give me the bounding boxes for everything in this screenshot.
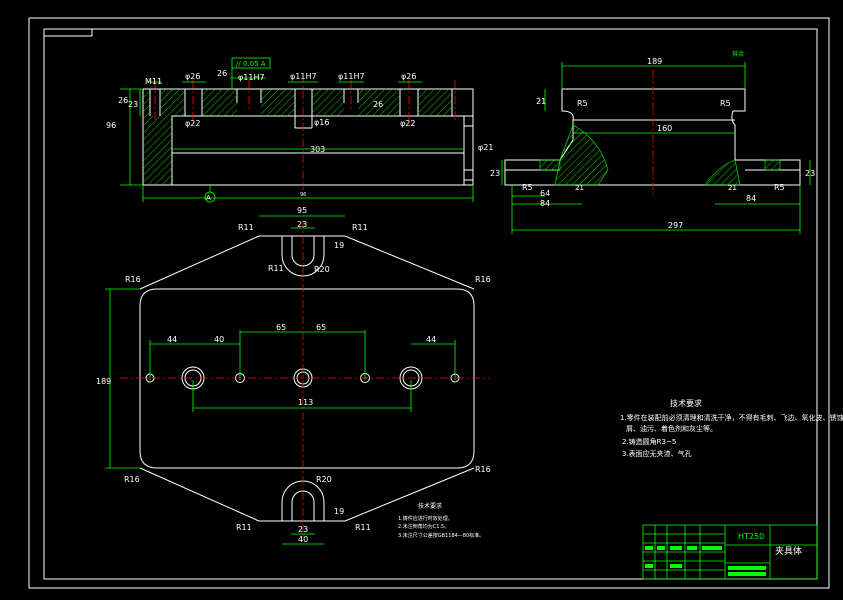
dim-w23-top: 23 [297, 220, 307, 229]
dim-d11h7-1: φ11H7 [238, 73, 265, 82]
dim-r16-tl: R16 [125, 275, 141, 284]
dim-r11-tr: R11 [352, 223, 368, 232]
surface-roughness: 其余 [732, 50, 744, 58]
dim-w44-l: 44 [167, 335, 177, 344]
section-hatch [143, 89, 452, 185]
dim-r16-br: R16 [475, 465, 491, 474]
small-note-2: 2.未注倒角均为C1.5。 [398, 523, 449, 530]
dim-w84-l: 84 [540, 199, 550, 208]
dim-m11: M11 [145, 77, 162, 86]
dim-w40-bot: 40 [298, 535, 308, 544]
dim-h19-bot: 19 [334, 507, 344, 516]
dim-h23: 23 [128, 100, 138, 109]
title-part-name: 夹具体 [775, 545, 802, 557]
front-view: M11 φ26 26 // 0.05 A φ11H7 φ11H7 φ11H7 φ… [106, 57, 493, 203]
dim-r5-tr: R5 [720, 99, 731, 108]
dim-r11-br: R11 [355, 523, 371, 532]
small-notes: 技术要求 1.铸件应进行时效处理。 2.未注倒角均为C1.5。 3.未注尺寸公差… [398, 502, 484, 539]
dim-r16-bl: R16 [124, 475, 140, 484]
note-line3: 3.表面应无夹渣、气孔 [622, 449, 692, 458]
dim-n21-l: 21 [575, 184, 584, 192]
dim-r20-bot: R20 [316, 475, 332, 484]
dim-h23-l: 23 [490, 169, 500, 178]
note-line2: 2.铸造圆角R3~5 [622, 437, 676, 446]
note-line1a: 1.零件在装配前必须清理和清洗干净，不得有毛刺、飞边、氧化皮、锈蚀、切 [620, 413, 843, 422]
side-view: 189 160 297 R5 R5 R5 R5 64 84 84 21 23 2… [490, 50, 815, 234]
small-notes-title: 技术要求 [418, 502, 442, 510]
dim-w26: 26 [217, 69, 227, 78]
dim-w160: 160 [657, 124, 672, 133]
dim-d22-left: φ22 [185, 119, 200, 128]
dim-w113: 113 [298, 398, 313, 407]
dim-w65-l: 65 [276, 323, 286, 332]
dim-h189: 189 [96, 377, 111, 386]
side-outline [504, 88, 801, 186]
dim-n21-r: 21 [728, 184, 737, 192]
dim-w189: 189 [647, 57, 662, 66]
dim-d21: φ21 [478, 143, 493, 152]
dim-r5-bl: R5 [522, 183, 533, 192]
dim-d26-right: φ26 [401, 72, 416, 81]
dim-w23-bot: 23 [298, 525, 308, 534]
dim-d16: φ16 [314, 118, 329, 127]
dim-h23-r: 23 [805, 169, 815, 178]
dim-r11-tm: R11 [268, 264, 284, 273]
top-plate [139, 288, 475, 469]
dim-w40: 40 [214, 335, 224, 344]
dim-r20-top: R20 [314, 265, 330, 274]
dim-len303: 303 [310, 145, 325, 154]
dim-w95: 95 [297, 206, 307, 215]
notes-title: 技术要求 [670, 398, 702, 408]
dim-w64: 64 [540, 189, 550, 198]
dim-h26: 26 [118, 96, 128, 105]
dim-w65-r: 65 [316, 323, 326, 332]
title-block: HT250 夹具体 [642, 524, 818, 580]
dim-h21: 21 [536, 97, 546, 106]
dim-bottom: 96 [300, 192, 306, 198]
small-note-3: 3.未注尺寸公差按GB1184—80标准。 [398, 532, 484, 539]
dim-h96: 96 [106, 121, 116, 130]
dim-r5-tl: R5 [577, 99, 588, 108]
dim-d26-left: φ26 [185, 72, 200, 81]
small-note-1: 1.铸件应进行时效处理。 [398, 515, 453, 522]
dim-w44-r: 44 [426, 335, 436, 344]
dim-d11h7-2: φ11H7 [290, 72, 317, 81]
dim-h26b: 26 [373, 100, 383, 109]
dim-r16-tr: R16 [475, 275, 491, 284]
technical-notes: 技术要求 1.零件在装配前必须清理和清洗干净，不得有毛刺、飞边、氧化皮、锈蚀、切… [620, 398, 843, 458]
dim-r5-br: R5 [774, 183, 785, 192]
note-line1b: 屑、油污、着色剂和灰尘等。 [626, 424, 717, 433]
dim-r11-bl: R11 [236, 523, 252, 532]
dim-d22-right: φ22 [400, 119, 415, 128]
dim-d11h7-3: φ11H7 [338, 72, 365, 81]
top-view: 95 23 R11 R11 R11 R20 19 R16 R16 R16 R16… [96, 206, 491, 545]
datum-a: A [206, 194, 211, 202]
dim-w297: 297 [668, 221, 683, 230]
dim-h19-top: 19 [334, 241, 344, 250]
title-material: HT250 [738, 532, 764, 541]
sheet-frame [28, 17, 830, 589]
dim-w84-r: 84 [746, 194, 756, 203]
dim-tol: // 0.05 A [236, 60, 266, 68]
dim-r11-tl: R11 [238, 223, 254, 232]
